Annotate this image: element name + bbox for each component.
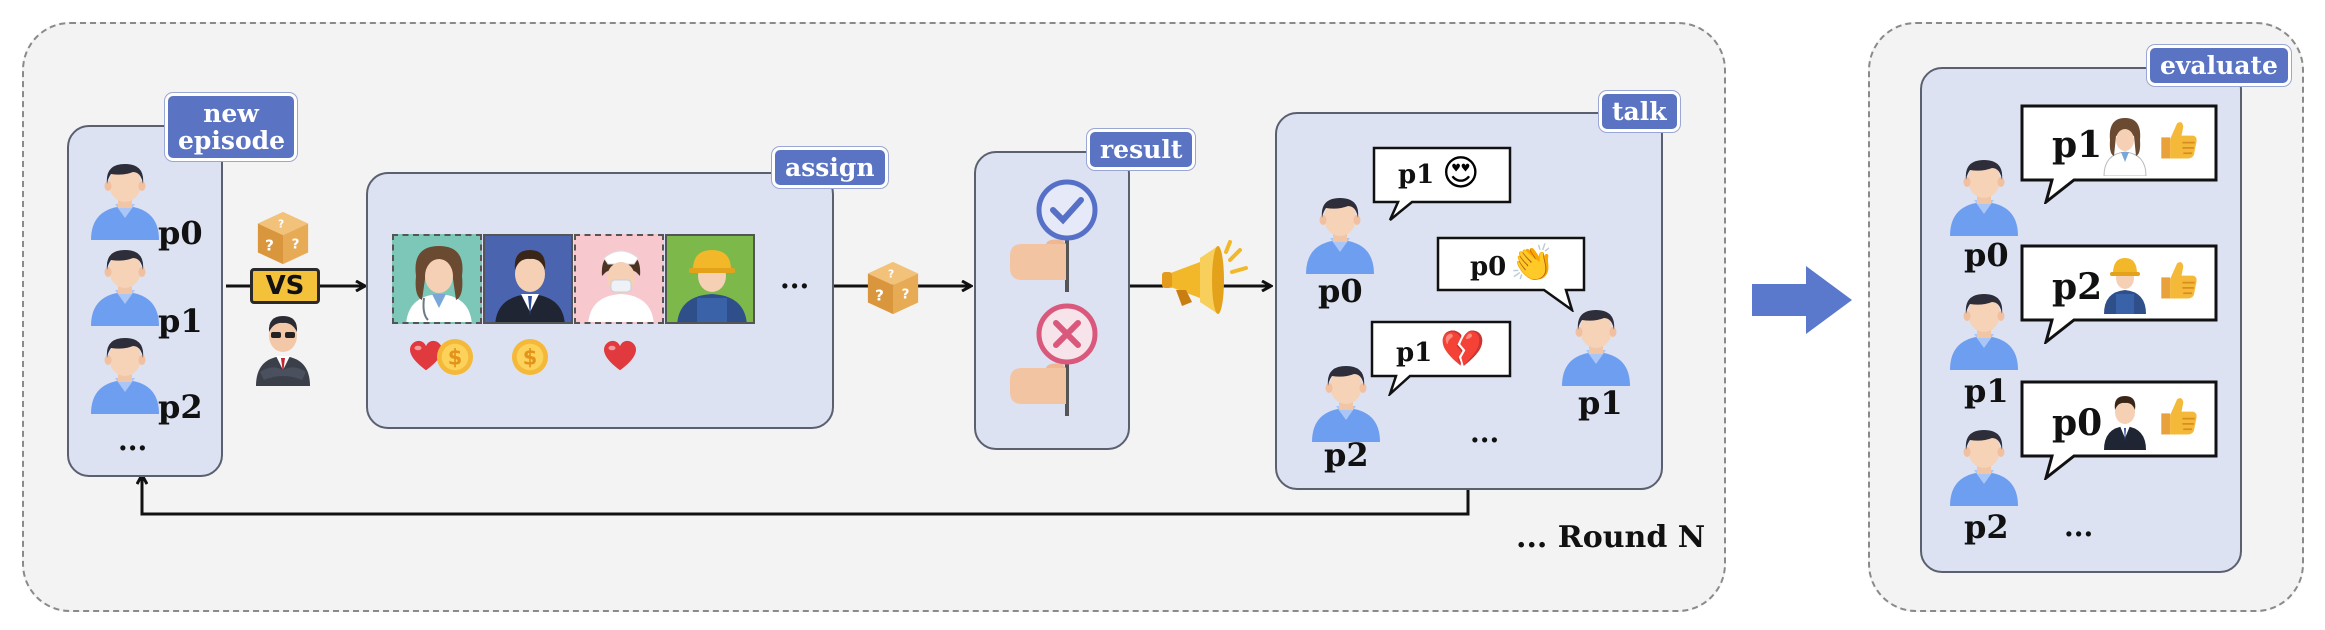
eval-p2-label: p2 bbox=[1964, 508, 2009, 546]
thumbs-up-icon-3 bbox=[2156, 394, 2200, 438]
eval-p1-label: p1 bbox=[1964, 372, 2009, 410]
eval-bubble-3-speaker: p0 bbox=[2052, 402, 2103, 444]
eval-p0-label: p0 bbox=[1964, 236, 2009, 274]
talk-p1-label: p1 bbox=[1578, 384, 1623, 422]
dice-icon bbox=[254, 208, 312, 266]
role-card-businessman bbox=[483, 234, 573, 324]
talk-p0-avatar bbox=[1300, 194, 1380, 274]
big-right-arrow bbox=[1752, 266, 1852, 334]
businessman-icon bbox=[256, 316, 310, 386]
eval-p0-avatar bbox=[1944, 156, 2024, 236]
thumbs-up-icon-1 bbox=[2156, 118, 2200, 162]
eval-p2-avatar bbox=[1944, 426, 2024, 506]
nurse-icon bbox=[588, 250, 654, 322]
coin-icon-doctor bbox=[436, 338, 474, 376]
player-p2-label: p2 bbox=[158, 388, 203, 426]
talk-p1-avatar bbox=[1556, 306, 1636, 386]
heart-icon-nurse bbox=[602, 340, 638, 372]
evaluate-tag: evaluate bbox=[2150, 48, 2288, 83]
loop-back-arrow bbox=[142, 476, 1470, 516]
dice-icon-2 bbox=[864, 258, 922, 316]
role-card-doctor bbox=[392, 234, 482, 324]
player-p1-label: p1 bbox=[158, 302, 203, 340]
eval-bubble-1-speaker: p1 bbox=[2052, 124, 2103, 166]
role-card-worker bbox=[665, 234, 755, 324]
assign-tag: assign bbox=[775, 150, 885, 185]
talk-p0-label: p0 bbox=[1318, 272, 1363, 310]
talk-bubble-1-emoji: 😍 bbox=[1442, 153, 1480, 194]
eval-bubble-2-speaker: p2 bbox=[2052, 266, 2103, 308]
player-p1-avatar bbox=[85, 246, 165, 326]
player-p0-label: p0 bbox=[158, 214, 203, 252]
evaluate-ellipsis: ... bbox=[2064, 510, 2094, 543]
round-label: ... Round N bbox=[1516, 520, 1706, 555]
worker-icon-eval bbox=[2104, 258, 2146, 314]
cross-sign-icon bbox=[1010, 303, 1098, 416]
new-episode-tag-line2: episode bbox=[178, 126, 286, 155]
talk-bubble-2-emoji: 👏 bbox=[1510, 243, 1555, 284]
talk-bubble-3-speaker: p1 bbox=[1396, 338, 1433, 368]
worker-icon bbox=[677, 250, 747, 322]
role-card-nurse bbox=[574, 234, 664, 324]
talk-bubble-3 bbox=[1370, 320, 1512, 396]
new-episode-tag-line1: new bbox=[203, 99, 259, 128]
check-sign-icon bbox=[1010, 179, 1098, 292]
vs-badge: VS bbox=[250, 268, 320, 304]
new-episode-tag: new episode bbox=[168, 96, 294, 158]
megaphone-icon bbox=[1162, 240, 1248, 314]
businessman-card-icon bbox=[495, 250, 565, 322]
talk-tag: talk bbox=[1602, 94, 1677, 129]
talk-bubble-2 bbox=[1436, 236, 1586, 312]
players-ellipsis: ... bbox=[118, 424, 148, 457]
businessman-icon-eval bbox=[2104, 396, 2146, 450]
talk-bubble-1 bbox=[1372, 146, 1512, 221]
assign-ellipsis: ... bbox=[780, 262, 810, 295]
result-tag: result bbox=[1090, 132, 1193, 167]
coin-icon-businessman bbox=[511, 338, 549, 376]
player-p0-avatar bbox=[85, 160, 165, 240]
talk-bubble-2-speaker: p0 bbox=[1470, 252, 1507, 282]
doctor-icon-eval bbox=[2103, 118, 2147, 176]
talk-bubble-3-emoji: 💔 bbox=[1440, 329, 1485, 370]
player-p2-avatar bbox=[85, 334, 165, 414]
thumbs-up-icon-2 bbox=[2156, 258, 2200, 302]
vs-label: VS bbox=[265, 271, 305, 301]
talk-p2-label: p2 bbox=[1324, 436, 1369, 474]
doctor-icon bbox=[406, 246, 472, 322]
talk-ellipsis: ... bbox=[1470, 416, 1500, 449]
eval-p1-avatar bbox=[1944, 290, 2024, 370]
talk-bubble-1-speaker: p1 bbox=[1398, 160, 1435, 190]
